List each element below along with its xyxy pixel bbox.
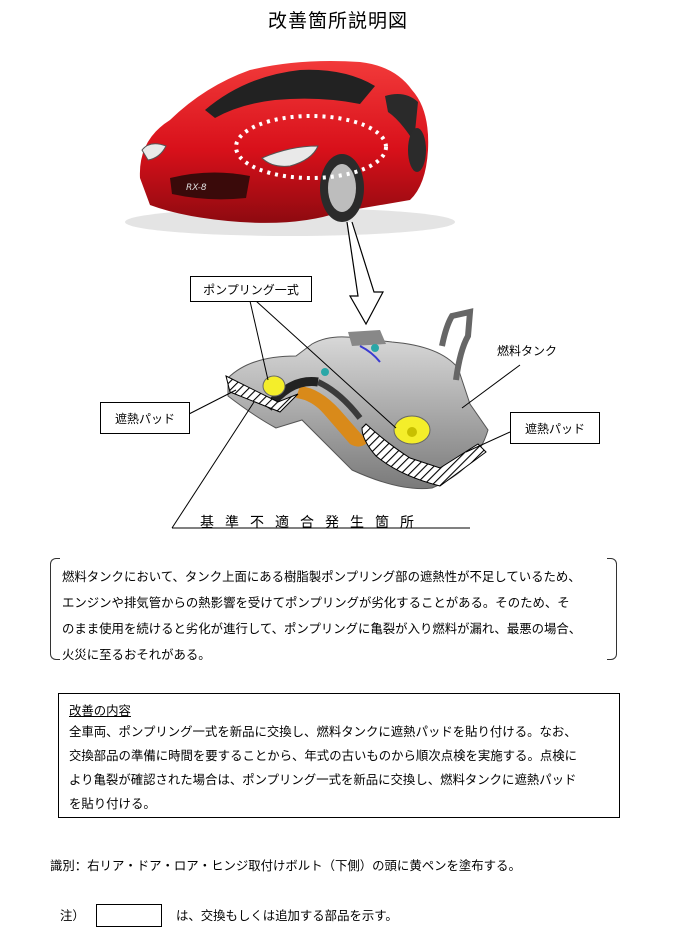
callout-heat-pad-right: 遮熱パッド	[510, 412, 600, 444]
car-image: RX-8	[125, 61, 455, 236]
description-line: のまま使用を続けると劣化が進行して、ポンプリングに亀裂が入り燃料が漏れ、最悪の場…	[62, 621, 582, 636]
improvement-box: 改善の内容 全車両、ポンプリング一式を新品に交換し、燃料タンクに遮熱パッドを貼り…	[58, 693, 620, 818]
callout-base-location: 基準不適合発生箇所	[200, 515, 425, 531]
improvement-heading: 改善の内容	[69, 703, 131, 718]
identification-text: 識別：右リア・ドア・ロア・ヒンジ取付けボルト（下側）の頭に黄ペンを塗布する。	[50, 858, 521, 873]
leader-lines	[171, 300, 521, 529]
pointer-arrow	[346, 221, 384, 326]
improvement-line: 全車両、ポンプリング一式を新品に交換し、燃料タンクに遮熱パッドを貼り付ける。なお…	[69, 724, 577, 739]
highlight-circle	[234, 114, 388, 180]
bracket-right	[607, 558, 617, 660]
callout-pump-ring: ポンプリング一式	[190, 276, 312, 302]
diagram-illustration: RX-8	[125, 61, 521, 529]
improvement-line: を貼り付ける。	[69, 796, 156, 811]
page-title: 改善箇所説明図	[267, 10, 408, 32]
improvement-line: 交換部品の準備に時間を要することから、年式の古いものから順次点検を実施する。点検…	[69, 748, 578, 763]
description-line: エンジンや排気管からの熱影響を受けてポンプリングが劣化することがある。そのため、…	[62, 595, 570, 610]
description-line: 燃料タンクにおいて、タンク上面にある樹脂製ポンプリング部の遮熱性が不足しているた…	[62, 569, 581, 584]
callout-fuel-tank: 燃料タンク	[497, 344, 558, 358]
bracket-left	[50, 558, 60, 660]
improvement-line: より亀裂が確認された場合は、ポンプリング一式を新品に交換し、燃料タンクに遮熱パッ…	[69, 772, 577, 787]
note-text: は、交換もしくは追加する部品を示す。	[176, 908, 398, 923]
fuel-tank-image	[225, 308, 489, 490]
car-badge: RX-8	[186, 183, 207, 193]
description-line: 火災に至るおそれがある。	[62, 647, 211, 662]
description-box: 燃料タンクにおいて、タンク上面にある樹脂製ポンプリング部の遮熱性が不足しているた…	[50, 558, 617, 662]
callout-heat-pad-left: 遮熱パッド	[100, 402, 190, 434]
note-legend-box	[96, 904, 162, 927]
note-prefix: 注）	[60, 908, 85, 923]
